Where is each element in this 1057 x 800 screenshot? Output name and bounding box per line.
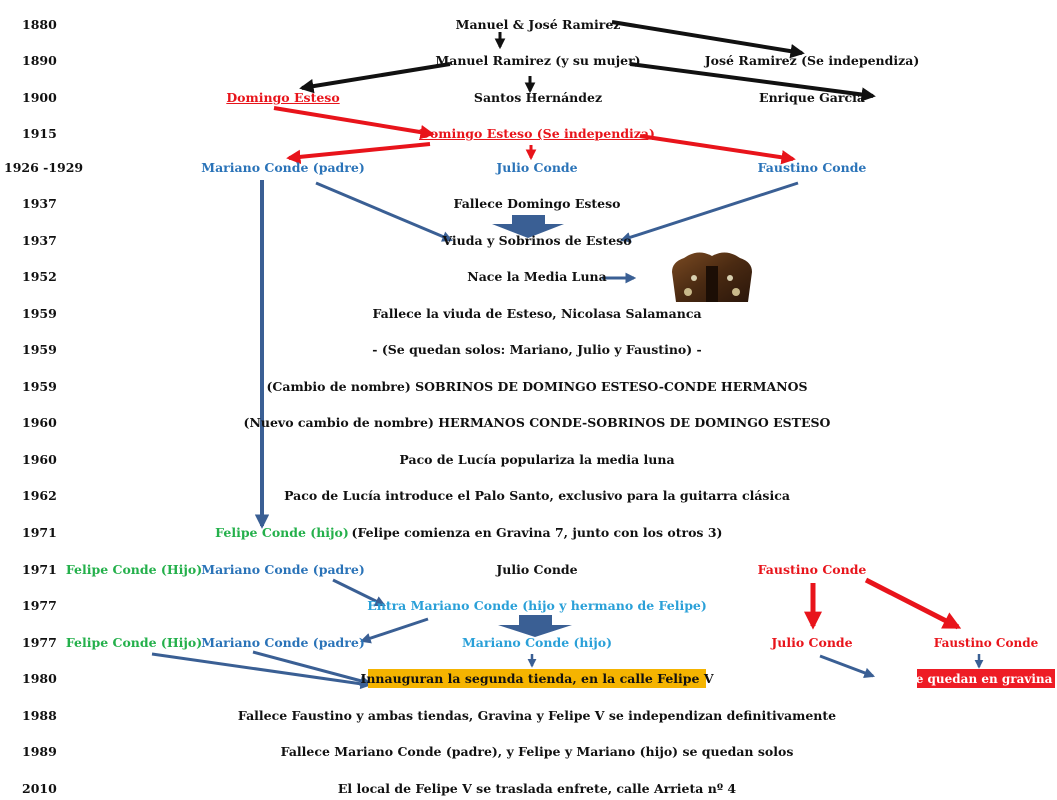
node-felipe-conde-hijo: Felipe Conde (Hijo) bbox=[65, 635, 203, 650]
node-manuel-jose-ramirez: Manuel & José Ramirez bbox=[455, 17, 621, 32]
node-viuda-sobrinos: Viuda y Sobrinos de Esteso bbox=[442, 233, 632, 248]
year-label: 1989 bbox=[22, 744, 57, 759]
event-quedan-gravina: Se quedan en gravina 7 bbox=[907, 669, 1057, 688]
node-julio-conde: Julio Conde bbox=[496, 160, 578, 175]
arrow-blue bbox=[332, 578, 386, 607]
event-se-quedan-solos: - (Se quedan solos: Mariano, Julio y Fau… bbox=[372, 342, 702, 357]
event-paco-populariza: Paco de Lucía populariza la media luna bbox=[399, 452, 675, 467]
guitar-headstock-icon bbox=[672, 252, 752, 302]
arrow-blue bbox=[819, 654, 876, 679]
node-domingo-esteso: Domingo Esteso bbox=[226, 90, 340, 105]
node-jose-ramirez: José Ramirez (Se independiza) bbox=[704, 53, 920, 68]
event-entra-mariano-hijo: Entra Mariano Conde (hijo y hermano de F… bbox=[367, 598, 707, 613]
arrow-red bbox=[864, 577, 962, 630]
year-label: 1977 bbox=[22, 598, 57, 613]
year-label: 1988 bbox=[22, 708, 57, 723]
arrow-blue bbox=[359, 617, 429, 644]
node-faustino-conde: Faustino Conde bbox=[933, 636, 1039, 650]
year-label: 1900 bbox=[22, 90, 57, 105]
arrow-red bbox=[286, 142, 431, 165]
arrow-blue bbox=[619, 181, 799, 243]
node-julio-conde: Julio Conde bbox=[771, 635, 853, 650]
event-felipe-gravina: (Felipe comienza en Gravina 7, junto con… bbox=[351, 525, 723, 540]
event-paco-palo-santo: Paco de Lucía introduce el Palo Santo, e… bbox=[284, 488, 790, 503]
event-fallece-viuda: Fallece la viuda de Esteso, Nicolasa Sal… bbox=[372, 306, 702, 321]
arrow-black bbox=[611, 20, 805, 59]
node-santos-hernandez: Santos Hernández bbox=[473, 90, 603, 105]
year-label: 1960 bbox=[22, 415, 57, 430]
node-julio-conde: Julio Conde bbox=[496, 562, 578, 577]
arrow-red bbox=[273, 106, 435, 140]
year-label: 1971 bbox=[22, 525, 57, 540]
year-label: 1980 bbox=[22, 671, 57, 686]
node-mariano-conde-padre: Mariano Conde (padre) bbox=[201, 635, 365, 650]
event-nuevo-cambio-nombre: (Nuevo cambio de nombre) HERMANOS CONDE-… bbox=[243, 415, 831, 430]
node-felipe-conde-hijo: Felipe Conde (hijo) bbox=[215, 525, 349, 540]
event-local-felipe: El local de Felipe V se traslada enfrete… bbox=[337, 781, 737, 796]
event-fallece-domingo: Fallece Domingo Esteso bbox=[453, 196, 621, 211]
node-mariano-conde-padre: Mariano Conde (padre) bbox=[201, 562, 365, 577]
year-label: 1937 bbox=[22, 233, 57, 248]
year-label: 1959 bbox=[22, 342, 57, 357]
year-label: 1959 bbox=[22, 379, 57, 394]
node-faustino-conde: Faustino Conde bbox=[757, 562, 867, 577]
year-label: 1890 bbox=[22, 53, 57, 68]
node-mariano-conde-padre: Mariano Conde (padre) bbox=[201, 160, 365, 175]
year-label: 1962 bbox=[22, 488, 57, 503]
year-label: 2010 bbox=[22, 781, 57, 796]
arrow-blue bbox=[151, 652, 372, 690]
year-label: 1880 bbox=[22, 17, 57, 32]
event-fallece-faustino: Fallece Faustino y ambas tiendas, Gravin… bbox=[237, 708, 837, 723]
node-felipe-conde-hijo: Felipe Conde (Hijo) bbox=[65, 562, 203, 577]
node-mariano-conde-hijo: Mariano Conde (hijo) bbox=[461, 635, 613, 650]
year-label: 1915 bbox=[22, 126, 57, 141]
year-label: 1960 bbox=[22, 452, 57, 467]
node-manuel-ramirez: Manuel Ramirez (y su mujer) bbox=[435, 53, 641, 68]
event-fallece-mariano: Fallece Mariano Conde (padre), y Felipe … bbox=[280, 744, 794, 759]
year-label: 1971 bbox=[22, 562, 57, 577]
year-label: 1959 bbox=[22, 306, 57, 321]
node-faustino-conde: Faustino Conde bbox=[757, 160, 867, 175]
arrow-blue-fat bbox=[492, 215, 564, 238]
arrow-red bbox=[639, 134, 796, 165]
node-enrique-garcia: Enrique García bbox=[759, 90, 865, 105]
year-label: 1952 bbox=[22, 269, 57, 284]
event-nace-media-luna: Nace la Media Luna bbox=[467, 269, 607, 284]
year-label: 1977 bbox=[22, 635, 57, 650]
event-inauguran-tienda: Innauguran la segunda tienda, en la call… bbox=[360, 669, 714, 688]
year-label: 1937 bbox=[22, 196, 57, 211]
arrow-black bbox=[629, 62, 876, 102]
year-label: 1926 -1929 bbox=[4, 160, 84, 175]
arrow-blue bbox=[315, 181, 453, 242]
arrow-black bbox=[299, 62, 451, 94]
arrow-blue-fat bbox=[498, 615, 572, 637]
event-cambio-nombre: (Cambio de nombre) SOBRINOS DE DOMINGO E… bbox=[266, 379, 808, 394]
arrow-blue bbox=[252, 650, 372, 686]
node-domingo-esteso-independiza: Domingo Esteso (Se independiza) bbox=[419, 126, 655, 141]
